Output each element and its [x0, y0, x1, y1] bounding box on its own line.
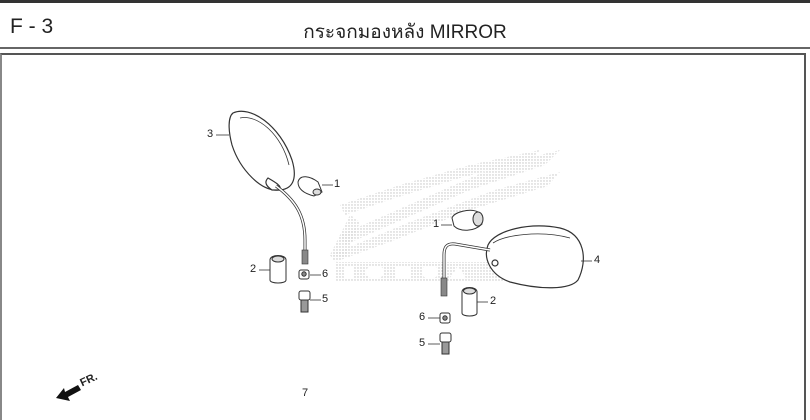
bolt-part[interactable]	[439, 332, 452, 355]
cover-part[interactable]	[461, 287, 478, 317]
mirror-right-part[interactable]	[228, 110, 309, 265]
callout-1: 1	[433, 218, 440, 230]
page-header: F - 3 กระจกมองหลัง MIRROR	[0, 3, 810, 47]
callout-1: 1	[334, 178, 341, 190]
callout-2: 2	[250, 263, 257, 275]
cover-part[interactable]	[269, 255, 287, 284]
bolt-part[interactable]	[298, 290, 311, 313]
leader-lines	[216, 134, 592, 345]
honda-text	[345, 266, 466, 278]
callout-6: 6	[419, 311, 426, 323]
section-code: F - 3	[10, 15, 54, 38]
nut-part[interactable]	[298, 269, 310, 280]
cap-part[interactable]	[297, 176, 323, 197]
callout-5: 5	[322, 293, 329, 305]
callout-6: 6	[322, 268, 329, 280]
page-number: 7	[302, 387, 309, 399]
front-direction-arrow-icon	[56, 385, 81, 401]
callout-2: 2	[490, 295, 497, 307]
diagram-frame	[0, 53, 806, 420]
callout-4: 4	[594, 254, 601, 266]
top-border	[0, 0, 810, 3]
nut-part[interactable]	[439, 312, 451, 324]
header-divider	[0, 47, 810, 49]
mirror-left-part[interactable]	[440, 225, 584, 297]
cap-part[interactable]	[451, 209, 484, 231]
callout-5: 5	[419, 337, 426, 349]
page-title: กระจกมองหลัง MIRROR	[303, 22, 507, 43]
honda-wing-watermark-icon	[330, 150, 560, 282]
callout-3: 3	[207, 128, 214, 140]
